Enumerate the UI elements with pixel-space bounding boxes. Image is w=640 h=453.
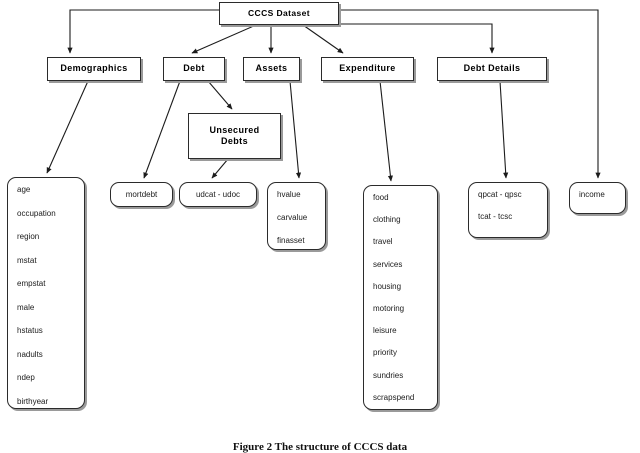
edge-root-debtdetails — [339, 23, 495, 54]
node-debt-details[interactable]: Debt Details — [437, 57, 547, 81]
node-assets[interactable]: Assets — [243, 57, 300, 81]
node-unsecured-debts[interactable]: Unsecured Debts — [188, 113, 281, 159]
leaf-debt-details-codes[interactable]: qpcat - qpsc tcat - tcsc — [468, 182, 548, 238]
leaf-assets-variables[interactable]: hvalue carvalue finasset — [267, 182, 326, 250]
list-item: nadults — [17, 349, 43, 359]
list-item: qpcat - qpsc — [478, 190, 522, 199]
list-item: occupation — [17, 208, 56, 218]
list-item: sundries — [373, 370, 404, 380]
list-item: age — [17, 185, 31, 194]
list-item: leisure — [373, 326, 397, 336]
node-expenditure-label: Expenditure — [339, 63, 396, 74]
list-item: male — [17, 302, 35, 312]
list-item: udcat - udoc — [195, 190, 241, 199]
node-debt-details-label: Debt Details — [463, 63, 521, 74]
list-item: scrapspend — [373, 392, 415, 402]
leaf-expenditure-variables[interactable]: food clothing travel services housing mo… — [363, 185, 438, 410]
list-item: priority — [373, 348, 398, 358]
node-demographics-label: Demographics — [60, 63, 128, 74]
leaf-demographics-variables[interactable]: age occupation region mstat empstat male… — [7, 177, 85, 409]
edge-unsecured-codes — [211, 158, 229, 179]
node-debt[interactable]: Debt — [163, 57, 225, 81]
list-item: ndep — [17, 373, 35, 382]
node-root-dataset[interactable]: CCCS Dataset — [219, 2, 339, 25]
list-item: income — [579, 190, 605, 199]
node-unsecured-debts-label-line1: Unsecured — [209, 124, 260, 135]
leaf-income[interactable]: income — [569, 182, 626, 214]
list-item: hvalue — [277, 190, 301, 199]
list-item: region — [17, 232, 40, 241]
list-item: tcat - tcsc — [478, 212, 513, 221]
edge-root-demographics — [67, 9, 219, 54]
list-item: empstat — [17, 279, 46, 288]
list-item: carvalue — [277, 213, 308, 222]
list-item: mortdebt — [125, 190, 158, 199]
edge-root-expenditure — [302, 24, 344, 54]
edge-debt-mortdebt — [143, 80, 181, 179]
edge-debtdetails-leaf — [499, 80, 509, 179]
list-item: finasset — [277, 236, 305, 245]
list-item: housing — [373, 281, 402, 291]
edge-debt-unsecured — [207, 80, 233, 110]
node-expenditure[interactable]: Expenditure — [321, 57, 414, 81]
node-unsecured-debts-label-line2: Debts — [220, 136, 248, 146]
list-item: birthyear — [17, 396, 49, 406]
list-item: services — [373, 259, 403, 269]
node-debt-label: Debt — [183, 63, 205, 74]
node-root-label: CCCS Dataset — [248, 8, 310, 19]
list-item: travel — [373, 237, 393, 247]
edge-demographics-leaf — [46, 80, 89, 174]
node-assets-label: Assets — [255, 63, 288, 74]
node-demographics[interactable]: Demographics — [47, 57, 141, 81]
edge-assets-leaf — [289, 80, 302, 179]
figure-caption: Figure 2 The structure of CCCS data — [232, 441, 408, 453]
list-item: clothing — [373, 215, 401, 225]
list-item: mstat — [17, 255, 37, 265]
edge-root-income — [339, 9, 601, 179]
leaf-unsecured-debt-codes[interactable]: udcat - udoc — [179, 182, 257, 207]
list-item: hstatus — [17, 326, 43, 335]
edge-root-debt — [191, 24, 257, 54]
list-item: motoring — [373, 303, 405, 313]
list-item: food — [373, 193, 389, 202]
leaf-mortdebt[interactable]: mortdebt — [110, 182, 173, 207]
edge-expenditure-leaf — [379, 80, 393, 182]
